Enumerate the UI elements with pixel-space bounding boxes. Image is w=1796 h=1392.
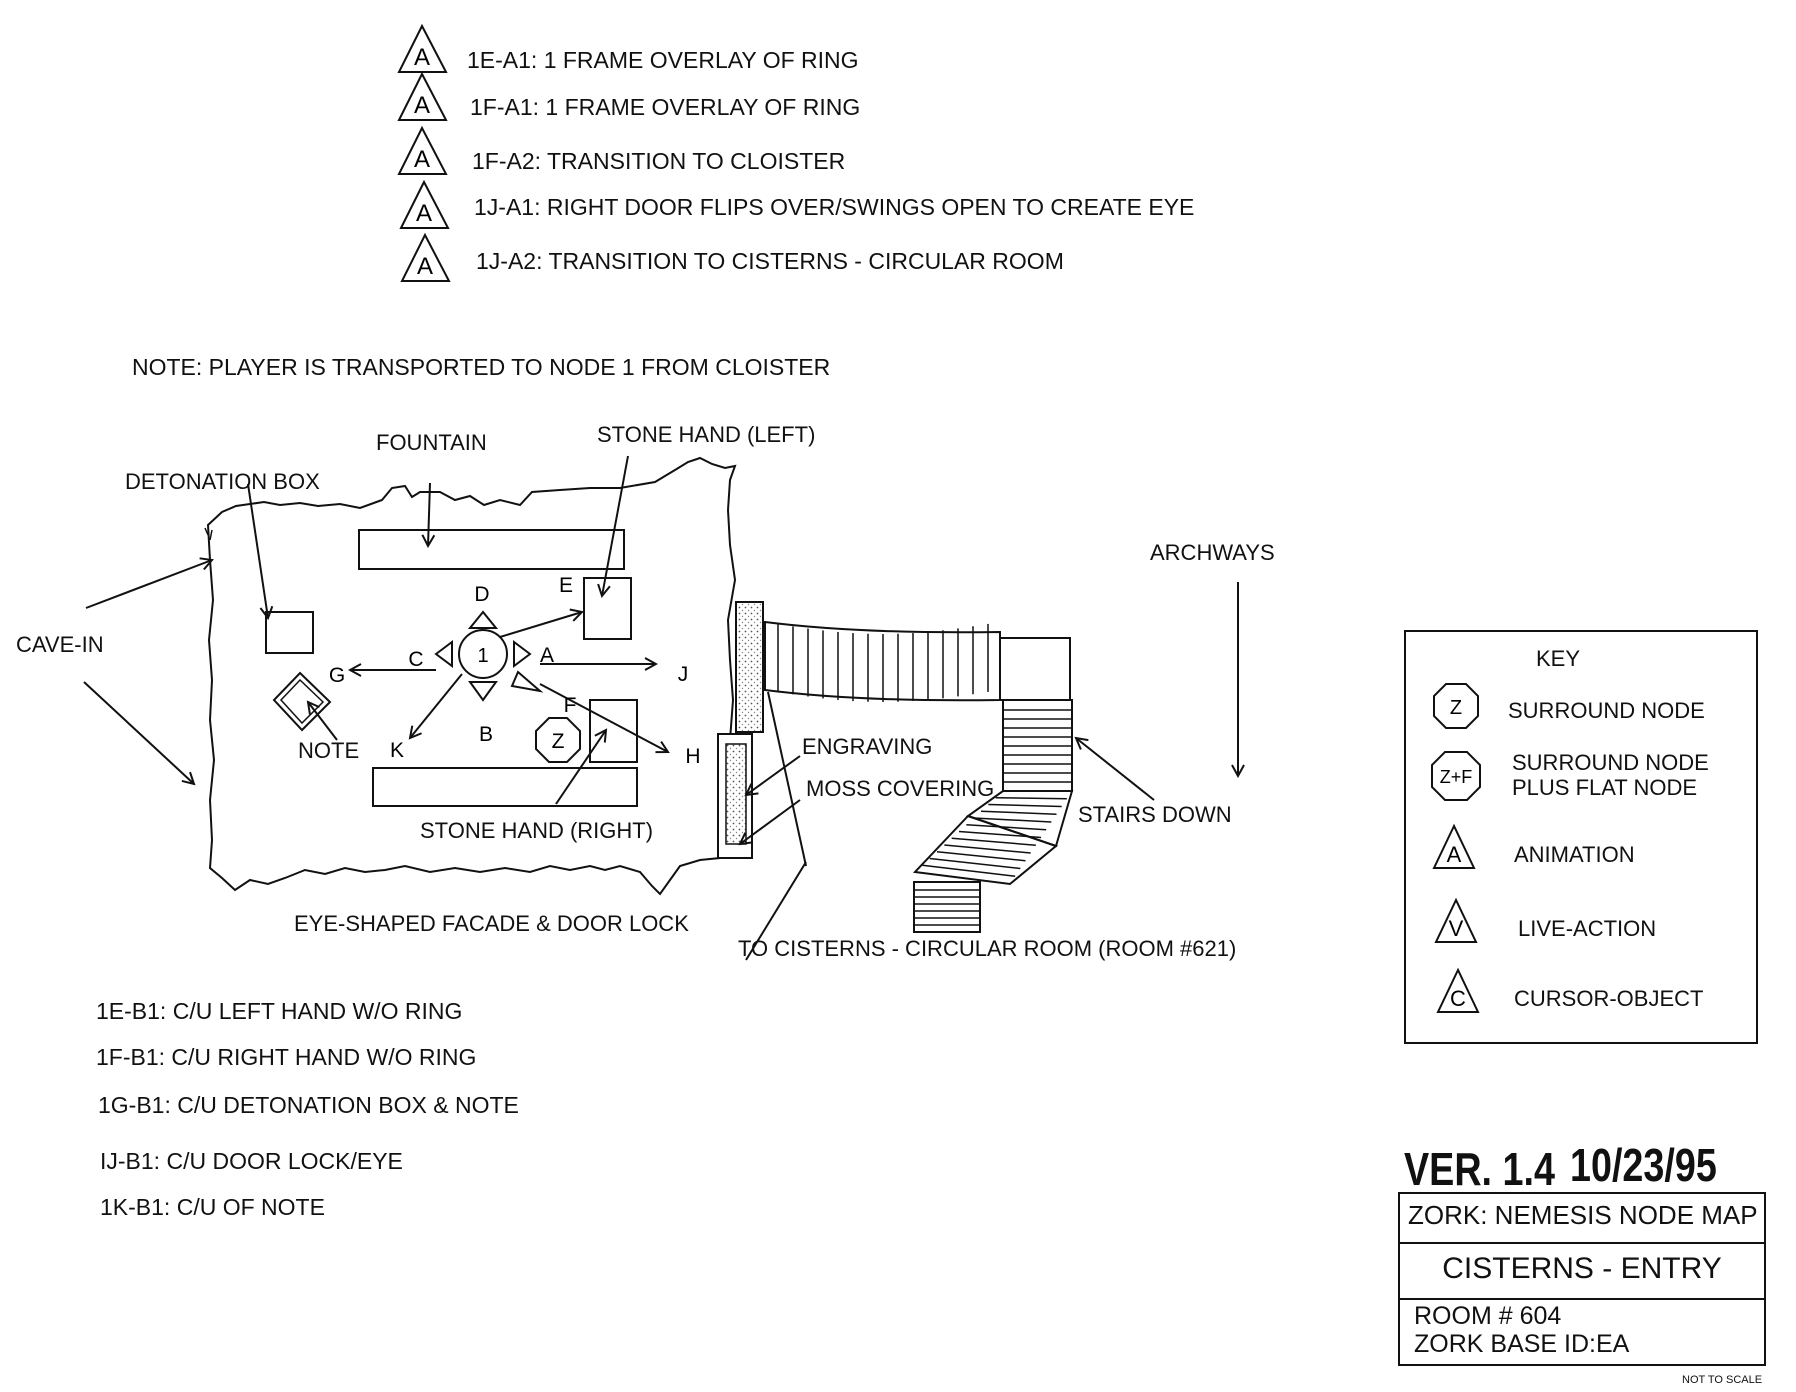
cursor-object-icon: C xyxy=(1436,967,1480,1013)
direction-f: F xyxy=(564,694,577,717)
key-label-live-action: LIVE-ACTION xyxy=(1518,916,1657,941)
animation-item: 1E-A1: 1 FRAME OVERLAY OF RING xyxy=(467,47,859,73)
room-number: ROOM # 604 xyxy=(1414,1302,1562,1330)
closeup-item: 1F-B1: C/U RIGHT HAND W/O RING xyxy=(96,1044,477,1070)
direction-e: E xyxy=(559,574,573,597)
animation-item: 1F-A1: 1 FRAME OVERLAY OF RING xyxy=(470,94,861,120)
key-title: KEY xyxy=(1536,646,1581,671)
animation-icon: A xyxy=(1432,823,1476,869)
date-label: 10/23/95 xyxy=(1570,1139,1717,1191)
label-archways: ARCHWAYS xyxy=(1150,540,1275,565)
stone-hand-right xyxy=(589,699,638,763)
hatch-line xyxy=(944,844,1031,854)
direction-h: H xyxy=(685,745,700,768)
hatch-line xyxy=(995,797,1067,800)
key-label-surround-flat: SURROUND NODE PLUS FLAT NODE xyxy=(1512,750,1709,801)
svg-text:A: A xyxy=(416,200,432,227)
stairs xyxy=(912,699,1074,933)
note-object xyxy=(272,671,332,732)
label-stone-hand-left: STONE HAND (LEFT) xyxy=(597,422,816,447)
svg-text:A: A xyxy=(414,92,430,119)
door-lock-column xyxy=(735,601,764,733)
direction-b: B xyxy=(479,723,493,746)
animation-list-icons: A A A A A xyxy=(397,23,451,282)
animation-icon: A xyxy=(397,23,448,73)
svg-text:V: V xyxy=(1449,916,1464,941)
animation-icon: A xyxy=(400,232,451,282)
label-stairs-down: STAIRS DOWN xyxy=(1078,802,1232,827)
label-engraving: ENGRAVING xyxy=(802,734,933,759)
version-label: VER. 1.4 xyxy=(1404,1143,1555,1195)
svg-text:Z+F: Z+F xyxy=(1440,767,1473,787)
animation-item: 1J-A1: RIGHT DOOR FLIPS OVER/SWINGS OPEN… xyxy=(474,194,1195,220)
surround-node-icon: Z xyxy=(1433,683,1479,729)
closeup-item: IJ-B1: C/U DOOR LOCK/EYE xyxy=(100,1148,403,1174)
animation-item: 1J-A2: TRANSITION TO CISTERNS - CIRCULAR… xyxy=(476,248,1064,274)
svg-text:Z: Z xyxy=(552,730,565,753)
direction-c: C xyxy=(408,648,423,671)
key-label-animation: ANIMATION xyxy=(1514,842,1635,867)
scale-note: NOT TO SCALE xyxy=(1682,1374,1763,1386)
project-title: ZORK: NEMESIS NODE MAP xyxy=(1408,1200,1758,1230)
stone-hand-left xyxy=(583,577,632,640)
label-to-cisterns: TO CISTERNS - CIRCULAR ROOM (ROOM #621) xyxy=(738,936,1237,961)
node-1: 1 xyxy=(434,610,544,702)
label-note: NOTE xyxy=(298,738,360,763)
key-symbols: Z Z+F A V C xyxy=(1431,683,1481,1013)
hatch-line xyxy=(988,803,1062,808)
svg-text:A: A xyxy=(414,146,430,173)
label-moss-covering: MOSS COVERING xyxy=(806,776,995,801)
location-title: CISTERNS - ENTRY xyxy=(1442,1252,1722,1285)
title-block: ZORK: NEMESIS NODE MAP CISTERNS - ENTRY … xyxy=(1398,1192,1766,1366)
upper-bench xyxy=(358,529,625,570)
closeup-item: 1E-B1: C/U LEFT HAND W/O RING xyxy=(96,998,463,1024)
hatch-line xyxy=(966,824,1047,831)
key-label-surround: SURROUND NODE xyxy=(1508,698,1705,723)
svg-text:A: A xyxy=(1447,842,1462,867)
transport-note: NOTE: PLAYER IS TRANSPORTED TO NODE 1 FR… xyxy=(132,354,831,380)
direction-k: K xyxy=(390,739,404,762)
direction-j: J xyxy=(678,663,689,686)
svg-text:A: A xyxy=(414,44,430,71)
key-box: KEY Z Z+F A V C SURROUND NODE SURROUND N… xyxy=(1404,630,1758,1044)
hatch-line xyxy=(951,837,1036,846)
animation-item: 1F-A2: TRANSITION TO CLOISTER xyxy=(472,148,846,174)
lower-bench xyxy=(372,767,638,807)
hatch-line xyxy=(929,857,1021,870)
closeup-item: 1K-B1: C/U OF NOTE xyxy=(100,1194,325,1220)
svg-text:C: C xyxy=(1450,986,1466,1011)
hatch-line xyxy=(973,817,1052,823)
hatch-line xyxy=(958,830,1042,839)
hatch-line xyxy=(922,864,1016,877)
svg-text:1: 1 xyxy=(477,645,488,667)
label-cave-in: CAVE-IN xyxy=(16,632,104,657)
key-label-cursor-object: CURSOR-OBJECT xyxy=(1514,986,1704,1011)
direction-d: D xyxy=(474,583,489,606)
detonation-box xyxy=(265,611,314,654)
animation-icon: A xyxy=(399,179,450,229)
base-id: ZORK BASE ID:EA xyxy=(1414,1330,1630,1358)
hatch-line xyxy=(980,810,1057,815)
label-fountain: FOUNTAIN xyxy=(376,430,487,455)
label-detonation-box: DETONATION BOX xyxy=(125,469,320,494)
surround-node: Z xyxy=(535,717,581,763)
live-action-icon: V xyxy=(1434,897,1478,943)
animation-icon: A xyxy=(397,71,448,121)
label-stone-hand-right: STONE HAND (RIGHT) xyxy=(420,818,654,843)
archway-corridor xyxy=(764,620,1071,702)
svg-text:Z: Z xyxy=(1450,697,1462,719)
animation-icon: A xyxy=(397,125,448,175)
svg-text:A: A xyxy=(417,253,433,280)
direction-a: A xyxy=(540,644,554,667)
hatch-line xyxy=(936,851,1026,862)
closeup-item: 1G-B1: C/U DETONATION BOX & NOTE xyxy=(98,1092,519,1118)
direction-g: G xyxy=(329,664,345,687)
surround-flat-node-icon: Z+F xyxy=(1431,751,1481,801)
label-eye-facade: EYE-SHAPED FACADE & DOOR LOCK xyxy=(294,911,689,936)
